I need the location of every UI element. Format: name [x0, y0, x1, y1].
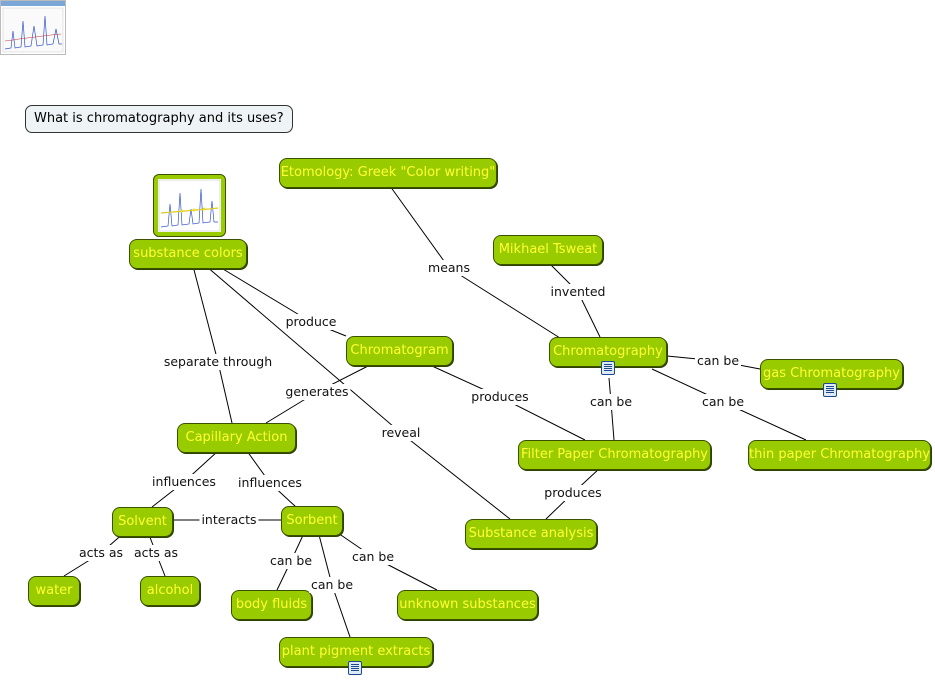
link-label-means[interactable]: means — [426, 260, 472, 276]
node-alcohol-label: alcohol — [146, 583, 194, 598]
node-chromatogram[interactable]: Chromatogram — [346, 336, 453, 366]
node-body-fluids[interactable]: body fluids — [231, 590, 312, 620]
node-unknown-substances-label: unknown substances — [399, 597, 536, 612]
link-label-generates[interactable]: generates — [283, 384, 351, 400]
node-substance-colors[interactable]: substance colors — [129, 239, 247, 269]
link-label-acts-as[interactable]: acts as — [131, 545, 181, 561]
link-label-influences[interactable]: influences — [150, 474, 218, 490]
node-thin-paper-chromatography-label: thin paper Chromatography — [749, 447, 931, 462]
link-label-interacts[interactable]: interacts — [199, 512, 259, 528]
link-label-can-be[interactable]: can be — [267, 553, 315, 569]
link-label-produces[interactable]: produces — [469, 389, 531, 405]
node-alcohol[interactable]: alcohol — [140, 576, 200, 606]
node-unknown-substances[interactable]: unknown substances — [397, 590, 538, 620]
focus-question-text: What is chromatography and its uses? — [34, 111, 284, 126]
node-water-label: water — [35, 583, 73, 598]
document-icon[interactable] — [823, 383, 837, 397]
node-substance-analysis-label: Substance analysis — [468, 526, 594, 541]
node-water[interactable]: water — [28, 576, 80, 606]
link-label-can-be[interactable]: can be — [587, 394, 635, 410]
link-label-can-be[interactable]: can be — [349, 549, 397, 565]
node-chromatography-label: Chromatography — [553, 344, 663, 359]
link-label-invented[interactable]: invented — [548, 284, 608, 300]
node-chromatogram-label: Chromatogram — [350, 343, 449, 358]
chromatogram-image — [158, 179, 221, 232]
node-mikhael-tsweat[interactable]: Mikhael Tsweat — [493, 235, 603, 265]
node-plant-pigment-extracts-label: plant pigment extracts — [281, 644, 431, 659]
node-etymology[interactable]: Etomology: Greek "Color writing" — [279, 158, 497, 188]
node-substance-analysis[interactable]: Substance analysis — [465, 519, 597, 549]
link-label-can-be[interactable]: can be — [308, 577, 356, 593]
node-sorbent[interactable]: Sorbent — [281, 506, 343, 536]
node-gas-chromatography-label: gas Chromatography — [763, 366, 900, 381]
chromatogram-image-node[interactable] — [153, 174, 226, 237]
link-label-produce[interactable]: produce — [283, 314, 339, 330]
node-solvent[interactable]: Solvent — [112, 507, 173, 537]
node-body-fluids-label: body fluids — [235, 597, 308, 612]
node-substance-colors-label: substance colors — [133, 246, 243, 261]
node-filter-paper-chromatography-label: Filter Paper Chromatography — [520, 447, 709, 462]
link-label-acts-as[interactable]: acts as — [76, 545, 126, 561]
link-label-produces[interactable]: produces — [542, 485, 604, 501]
link-label-can-be[interactable]: can be — [699, 394, 747, 410]
node-thin-paper-chromatography[interactable]: thin paper Chromatography — [748, 440, 931, 470]
focus-question[interactable]: What is chromatography and its uses? — [25, 105, 293, 133]
node-mikhael-tsweat-label: Mikhael Tsweat — [498, 242, 598, 257]
node-solvent-label: Solvent — [118, 514, 167, 529]
link-label-can-be[interactable]: can be — [694, 353, 742, 369]
link-label-reveal[interactable]: reveal — [379, 425, 423, 441]
node-chromatography[interactable]: Chromatography — [549, 337, 667, 367]
node-capillary-action-label: Capillary Action — [185, 430, 288, 445]
node-sorbent-label: Sorbent — [286, 513, 338, 528]
node-capillary-action[interactable]: Capillary Action — [177, 423, 296, 453]
chromatogram-thumbnail[interactable] — [0, 0, 66, 55]
document-icon[interactable] — [601, 361, 615, 375]
document-icon[interactable] — [348, 661, 362, 675]
link-label-separate-through[interactable]: separate through — [161, 354, 275, 370]
node-etymology-label: Etomology: Greek "Color writing" — [280, 165, 496, 180]
link-label-influences[interactable]: influences — [236, 475, 304, 491]
chromatogram-image — [1, 1, 65, 53]
node-filter-paper-chromatography[interactable]: Filter Paper Chromatography — [518, 440, 711, 470]
